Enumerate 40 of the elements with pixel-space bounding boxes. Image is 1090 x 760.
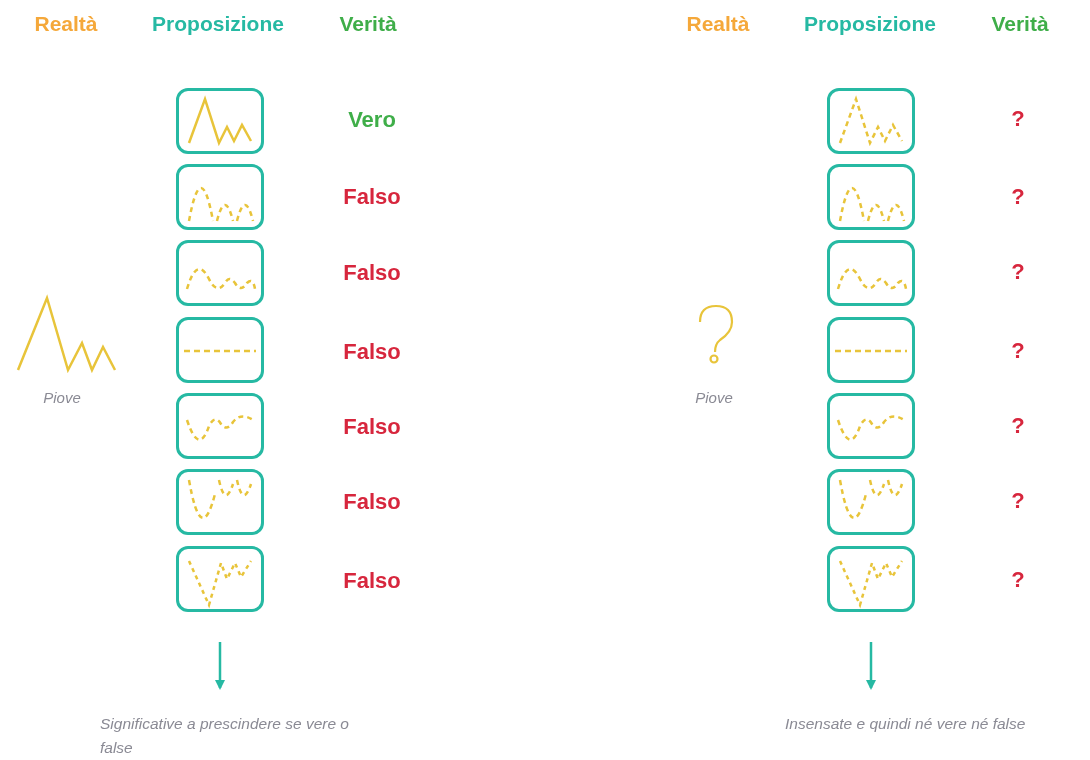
proposition-box	[176, 164, 264, 230]
column-header: Verità	[339, 12, 397, 36]
truth-value: ?	[1011, 184, 1025, 210]
column-header: Realtà	[34, 12, 98, 36]
truth-value: Falso	[343, 414, 401, 440]
truth-value: Falso	[343, 260, 401, 286]
column-header: Verità	[991, 12, 1049, 36]
truth-value: ?	[1011, 488, 1025, 514]
proposition-box	[176, 546, 264, 612]
proposition-box	[827, 240, 915, 306]
column-header: Realtà	[686, 12, 750, 36]
proposition-box	[176, 317, 264, 383]
column-header: Proposizione	[804, 12, 936, 36]
truth-value: ?	[1011, 567, 1025, 593]
truth-value: Falso	[343, 184, 401, 210]
conclusion-text: Significative a prescindere se vere o false	[100, 712, 360, 760]
column-header: Proposizione	[152, 12, 284, 36]
proposition-box	[176, 469, 264, 535]
arrow	[215, 642, 225, 690]
drawing-caption: Piove	[695, 388, 733, 406]
truth-value: ?	[1011, 338, 1025, 364]
conclusion-text: Insensate e quindi né vere né false	[785, 712, 1045, 736]
arrow	[866, 642, 876, 690]
proposition-box	[176, 88, 264, 154]
proposition-box	[176, 240, 264, 306]
proposition-box	[827, 317, 915, 383]
drawing-caption: Piove	[43, 388, 81, 406]
truth-value: Falso	[343, 339, 401, 365]
proposition-box	[827, 164, 915, 230]
truth-value: Vero	[348, 107, 396, 133]
proposition-box	[176, 393, 264, 459]
proposition-box	[827, 88, 915, 154]
proposition-box	[827, 546, 915, 612]
truth-value: ?	[1011, 106, 1025, 132]
truth-value: Falso	[343, 489, 401, 515]
proposition-box	[827, 469, 915, 535]
truth-value: Falso	[343, 568, 401, 594]
proposition-box	[827, 393, 915, 459]
truth-value: ?	[1011, 259, 1025, 285]
truth-value: ?	[1011, 413, 1025, 439]
